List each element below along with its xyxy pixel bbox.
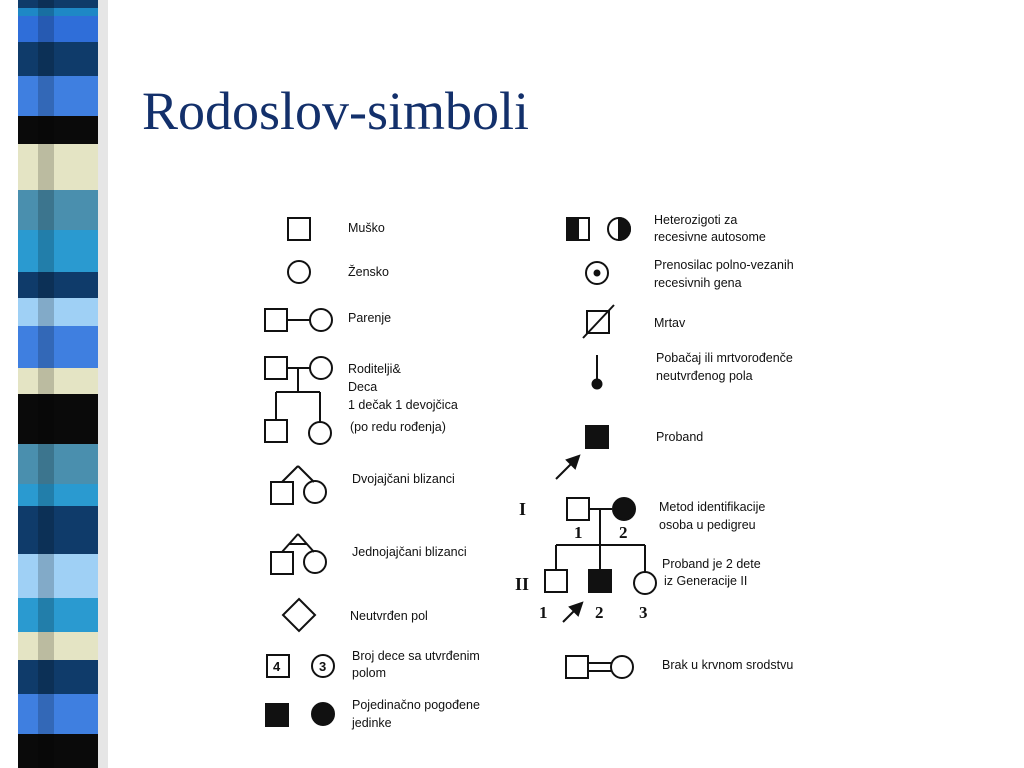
consanguine-female-icon [610, 655, 634, 679]
consanguine-male-icon [565, 655, 589, 679]
numbered-circle-icon [311, 654, 335, 678]
pobacaj-label-1: Pobačaj ili mrtvorođenče [656, 351, 793, 365]
gen2-male-icon [544, 569, 568, 593]
dotted-circle-icon [585, 261, 609, 285]
gen1-male-icon [566, 497, 590, 521]
page-title: Rodoslov-simboli [142, 81, 530, 141]
parenje-label: Parenje [348, 311, 391, 325]
child-boy-icon [264, 419, 288, 443]
generation-I-label: I [519, 499, 526, 519]
affected-row: Pojedinačno pogođene jedinke [265, 698, 480, 730]
proband-square-icon [585, 425, 609, 449]
neutvrden-label: Neutvrđen pol [350, 609, 428, 623]
proband-note-2: iz Generacije II [664, 574, 747, 588]
zensko-label: Žensko [348, 264, 389, 279]
gen1-number-2: 2 [619, 523, 628, 542]
prenosilac-label-1: Prenosilac polno-vezanih [654, 258, 794, 272]
twin-female-icon [303, 480, 327, 504]
roditelji-label-3: 1 dečak 1 devojčica [348, 398, 458, 412]
miscarriage-row: Pobačaj ili mrtvorođenče neutvrđenog pol… [591, 351, 793, 390]
parents-children-row: Roditelji& Deca 1 dečak 1 devojčica (po … [264, 356, 458, 445]
dizygotic-twins-row: Dvojajčani blizanci [270, 465, 455, 505]
parent-male-icon [264, 356, 288, 380]
gen1-affected-female-icon [612, 497, 636, 521]
male-symbol-row: Muško [287, 217, 385, 241]
twin-male-icon [270, 481, 294, 505]
decorative-stripe-bar [0, 0, 120, 768]
musko-label: Muško [348, 221, 385, 235]
mating-female-icon [309, 308, 333, 332]
heterozygote-row: Heterozigoti za recesivne autosome [566, 213, 766, 244]
pobacaj-label-2: neutvrđenog pola [656, 369, 753, 383]
broj-dece-label-1: Broj dece sa utvrđenim [352, 649, 480, 663]
roditelji-label-1: Roditelji& [348, 362, 401, 376]
mating-symbol-row: Parenje [264, 308, 391, 332]
child-girl-icon [308, 421, 332, 445]
jednojajcani-label: Jednojajčani blizanci [352, 545, 467, 559]
unknown-sex-row: Neutvrđen pol [281, 597, 428, 633]
roditelji-label-4: (po redu rođenja) [350, 420, 446, 434]
gen2-female-icon [633, 571, 657, 595]
proband-note-1: Proband je 2 dete [662, 557, 761, 571]
gen2-number-1: 1 [539, 603, 548, 622]
mrtav-label: Mrtav [654, 316, 686, 330]
broj-dece-label-2: polom [352, 666, 386, 680]
gen2-proband-arrow-icon [568, 601, 584, 617]
female-circle-icon [287, 260, 311, 284]
metod-label-2: osoba u pedigreu [659, 518, 756, 532]
gen2-number-3: 3 [639, 603, 648, 622]
mz-twin-female-icon [303, 550, 327, 574]
proband-label: Proband [656, 430, 703, 444]
crossed-square-icon [586, 310, 610, 334]
female-symbol-row: Žensko [287, 260, 389, 284]
deceased-row: Mrtav [582, 304, 686, 339]
brak-label: Brak u krvnom srodstvu [662, 658, 793, 672]
metod-label-1: Metod identifikacije [659, 500, 765, 514]
male-square-icon [287, 217, 311, 241]
gen1-number-1: 1 [574, 523, 583, 542]
pojedinacno-label-1: Pojedinačno pogođene [352, 698, 480, 712]
affected-circle-icon [311, 702, 335, 726]
carrier-row: Prenosilac polno-vezanih recesivnih gena [585, 258, 794, 290]
heterozigoti-label-2: recesivne autosome [654, 230, 766, 244]
proband-row: Proband [555, 425, 703, 480]
monozygotic-twins-row: Jednojajčani blizanci [270, 533, 467, 575]
parent-female-icon [309, 356, 333, 380]
numbered-square-value: 4 [273, 659, 281, 674]
stillbirth-dot-icon [591, 378, 603, 390]
numbered-square-icon [266, 654, 290, 678]
affected-square-icon [265, 703, 289, 727]
gen2-number-2: 2 [595, 603, 604, 622]
gen2-proband-square-icon [588, 569, 612, 593]
generation-II-label: II [515, 574, 529, 594]
dvojajcani-label: Dvojajčani blizanci [352, 472, 455, 486]
consanguinity-row: Brak u krvnom srodstvu [565, 655, 793, 679]
stripe-blocks [0, 0, 120, 768]
prenosilac-label-2: recesivnih gena [654, 276, 742, 290]
mating-male-icon [264, 308, 288, 332]
roditelji-label-2: Deca [348, 380, 377, 394]
diamond-icon [281, 597, 317, 633]
proband-arrow-icon [565, 454, 581, 470]
numbered-circle-value: 3 [319, 659, 326, 674]
pojedinacno-label-2: jedinke [351, 716, 392, 730]
heterozigoti-label-1: Heterozigoti za [654, 213, 737, 227]
number-of-children-row: 4 3 Broj dece sa utvrđenim polom [266, 649, 480, 680]
pedigree-example: I 1 2 II 1 2 3 Metod identifikacije osob… [515, 497, 765, 623]
mz-twin-male-icon [270, 551, 294, 575]
